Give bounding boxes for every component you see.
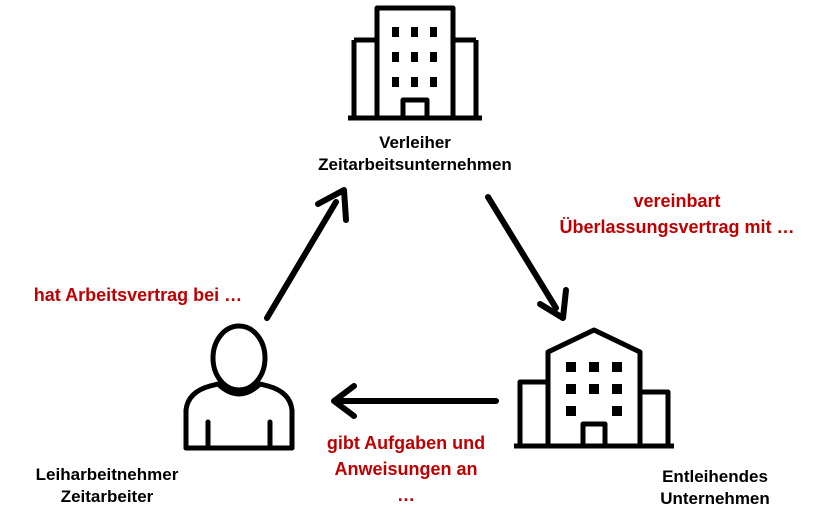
arrow-worker-to-lender — [264, 187, 349, 321]
relation-worker-to-lender: hat Arbeitsvertrag bei … — [10, 282, 266, 308]
relation-lender-to-borrower-line2: Überlassungsvertrag mit … — [559, 217, 795, 237]
office-tower-icon — [348, 5, 482, 121]
office-tower-windows — [392, 27, 437, 87]
lender-label-line2: Zeitarbeitsunternehmen — [318, 155, 512, 174]
relation-borrower-to-worker-line2: Anweisungen an — [334, 459, 478, 479]
relation-lender-to-borrower: vereinbart Überlassungsvertrag mit … — [532, 188, 822, 240]
relation-worker-to-lender-line1: hat Arbeitsvertrag bei … — [33, 285, 243, 305]
lender-label: Verleiher Zeitarbeitsunternehmen — [284, 132, 546, 176]
borrower-label-line2: Unternehmen — [660, 489, 770, 508]
relation-borrower-to-worker-line3: … — [397, 485, 415, 505]
company-building-icon — [514, 327, 674, 449]
arrow-lender-to-borrower — [485, 194, 569, 321]
relation-lender-to-borrower-line1: vereinbart — [633, 191, 721, 211]
borrower-label-line1: Entleihendes — [662, 467, 768, 486]
worker-label-line2: Zeitarbeiter — [60, 487, 154, 506]
relation-borrower-to-worker-line1: gibt Aufgaben und — [326, 433, 486, 453]
company-building-windows — [566, 362, 622, 416]
worker-label-line1: Leiharbeitnehmer — [35, 465, 179, 484]
worker-label: Leiharbeitnehmer Zeitarbeiter — [2, 464, 212, 508]
relation-borrower-to-worker: gibt Aufgaben und Anweisungen an … — [300, 430, 512, 508]
arrow-borrower-to-worker — [331, 383, 499, 419]
lender-label-line1: Verleiher — [379, 133, 451, 152]
borrower-label: Entleihendes Unternehmen — [620, 466, 810, 510]
person-icon — [183, 323, 295, 451]
